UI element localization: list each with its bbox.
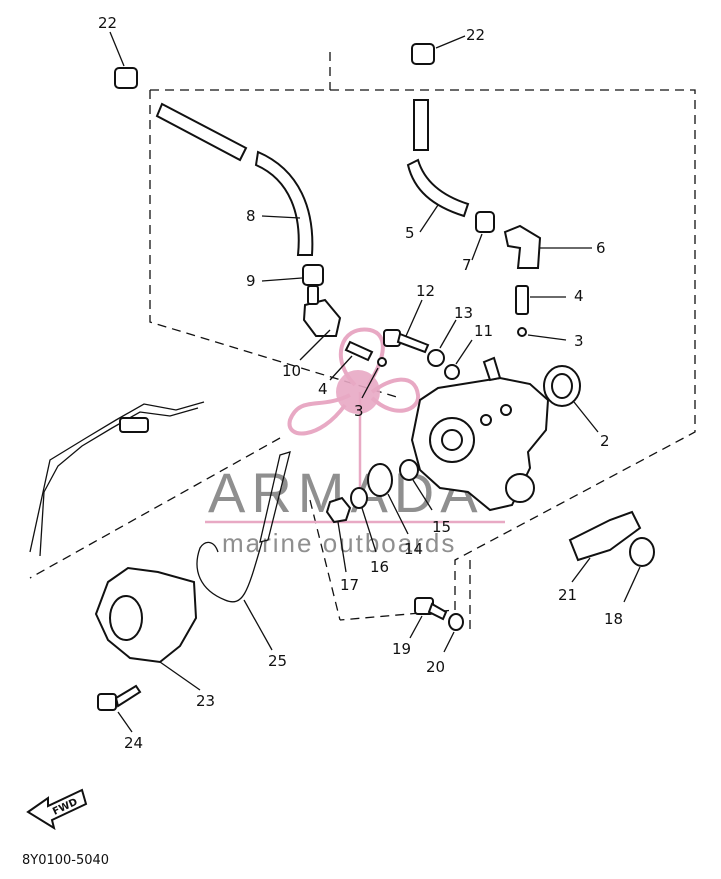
elbow-6 xyxy=(503,224,592,269)
callout-4: 4 xyxy=(318,380,328,398)
bolt-19 xyxy=(409,597,448,639)
bolt-12 xyxy=(383,299,430,354)
callout-5: 5 xyxy=(405,224,415,242)
callout-21: 21 xyxy=(558,586,577,604)
callout-4: 4 xyxy=(574,287,584,305)
hose-8 xyxy=(155,102,314,256)
clip-9 xyxy=(261,264,324,286)
cap-22-left xyxy=(109,31,138,89)
forward-arrow-icon: FWD xyxy=(26,788,88,831)
washer-16 xyxy=(350,487,377,553)
link-rod-25 xyxy=(196,451,291,651)
drawing-code: 8Y0100-5040 xyxy=(22,853,109,868)
callout-15: 15 xyxy=(432,518,451,536)
cover-23 xyxy=(94,566,201,691)
nut-17 xyxy=(325,496,352,573)
callout-7: 7 xyxy=(462,256,472,274)
washer-13 xyxy=(427,319,457,367)
watermark-tagline: marine outboards xyxy=(222,528,456,558)
callout-18: 18 xyxy=(604,610,623,628)
seal-2 xyxy=(543,365,599,433)
callout-23: 23 xyxy=(196,692,215,710)
callout-25: 25 xyxy=(268,652,287,670)
callout-24: 24 xyxy=(124,734,143,752)
ball-3-left xyxy=(361,357,387,399)
callout-3: 3 xyxy=(574,332,584,350)
ball-3-right xyxy=(517,327,567,341)
callout-20: 20 xyxy=(426,658,445,676)
gasket-21 xyxy=(568,510,642,583)
spring-4-left xyxy=(329,340,374,381)
callout-8: 8 xyxy=(246,207,256,225)
clip-7 xyxy=(471,211,495,261)
propeller-hub xyxy=(336,370,380,414)
callout-19: 19 xyxy=(392,640,411,658)
callout-14: 14 xyxy=(404,540,423,558)
cap-22-right xyxy=(411,35,466,65)
callout-22: 22 xyxy=(98,14,117,32)
callout-10: 10 xyxy=(282,362,301,380)
washer-20 xyxy=(443,613,464,653)
washer-15 xyxy=(399,459,433,511)
callout-22: 22 xyxy=(466,26,485,44)
oil-pump-body xyxy=(410,356,550,512)
callout-13: 13 xyxy=(454,304,473,322)
bolt-24 xyxy=(97,684,142,733)
callout-6: 6 xyxy=(596,239,606,257)
disc-14 xyxy=(367,463,409,535)
callout-12: 12 xyxy=(416,282,435,300)
fitting-10 xyxy=(299,285,342,361)
ring-11 xyxy=(444,339,473,380)
callout-2: 2 xyxy=(600,432,610,450)
callout-11: 11 xyxy=(474,322,493,340)
callout-3: 3 xyxy=(354,402,364,420)
callout-16: 16 xyxy=(370,558,389,576)
washer-18 xyxy=(623,537,655,603)
callout-9: 9 xyxy=(246,272,256,290)
callout-17: 17 xyxy=(340,576,359,594)
control-cable xyxy=(29,401,205,557)
spring-4-right xyxy=(515,285,566,315)
callout-numbers: 22 22 8 5 7 6 9 4 12 13 11 3 10 4 3 2 15… xyxy=(98,14,623,752)
assembly-boundary xyxy=(29,52,696,635)
hose-5 xyxy=(406,99,470,233)
